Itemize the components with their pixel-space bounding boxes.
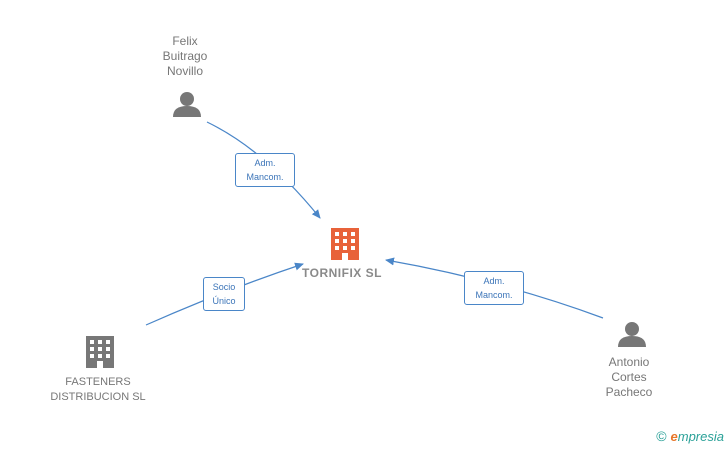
person-name-antonio[interactable]: Antonio Cortes Pacheco xyxy=(605,355,653,399)
edge-label-fasteners-role: Socio Único xyxy=(203,277,245,311)
edge-label-felix-role: Adm. Mancom. xyxy=(235,153,295,187)
person-name-felix[interactable]: Felix Buitrago Novillo xyxy=(162,34,208,78)
brand-watermark: © empresia xyxy=(656,428,724,444)
edge-label-antonio-role: Adm. Mancom. xyxy=(464,271,524,305)
building-icon xyxy=(86,336,114,368)
copyright-icon: © xyxy=(656,428,667,444)
brand-name: empresia xyxy=(670,428,724,444)
company-name-fasteners[interactable]: FASTENERS DISTRIBUCION SL xyxy=(50,376,146,403)
company-name-center[interactable]: TORNIFIX SL xyxy=(302,266,382,280)
person-icon xyxy=(173,92,201,117)
building-icon xyxy=(331,228,359,260)
person-icon xyxy=(618,322,646,347)
